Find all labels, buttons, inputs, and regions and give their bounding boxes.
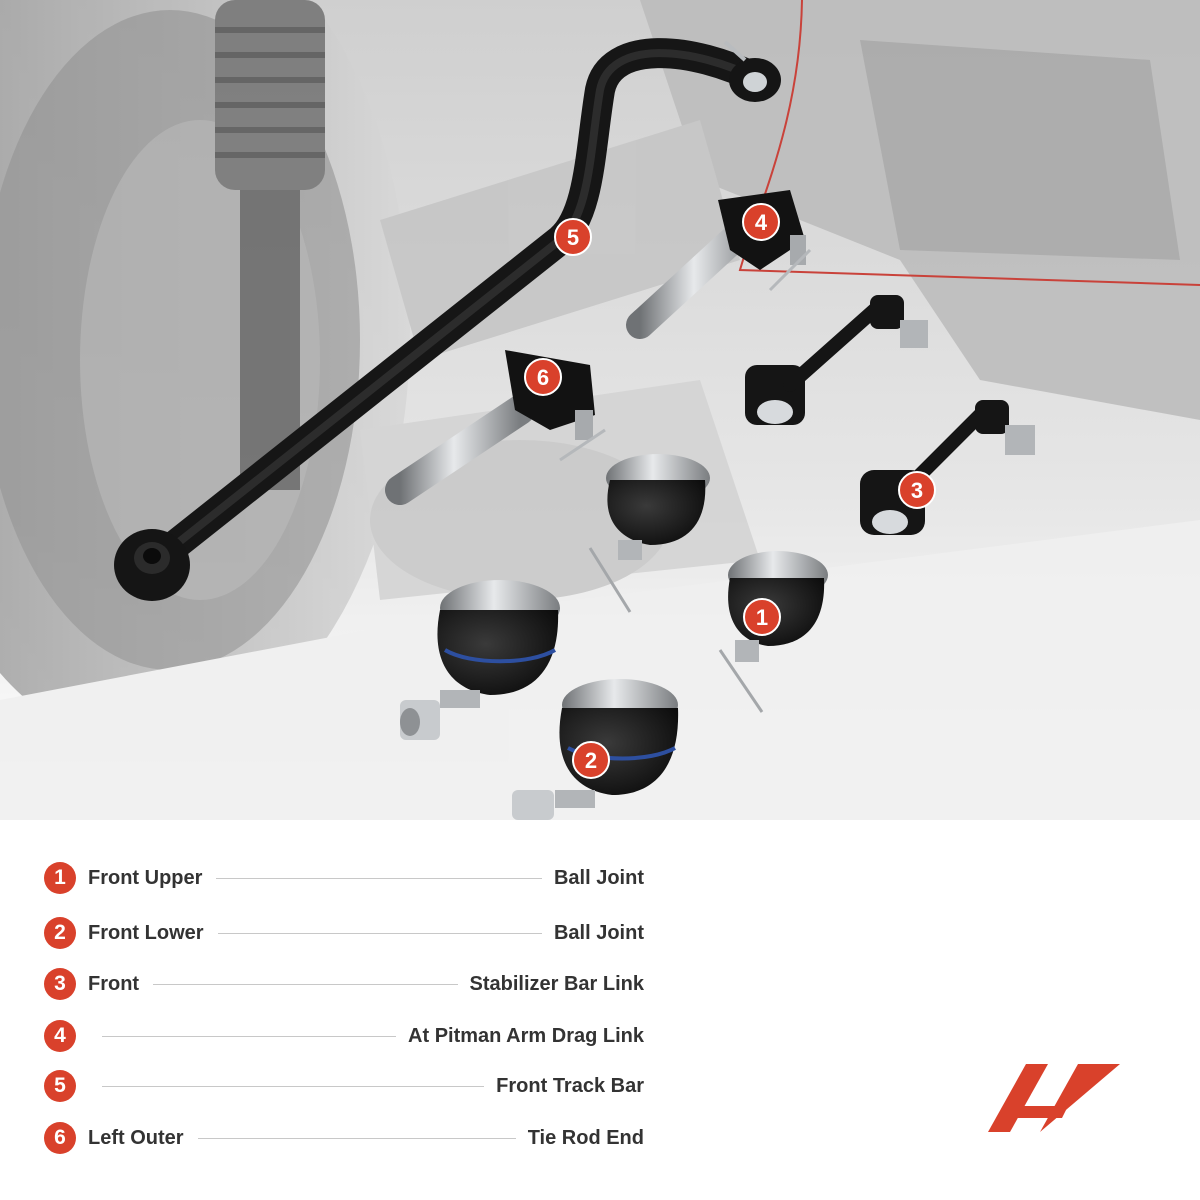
part-stabilizer-link-upper <box>745 295 928 425</box>
part-ball-joint-upper-left <box>588 454 710 613</box>
legend-leader-line <box>216 877 542 879</box>
svg-text:1: 1 <box>756 605 768 630</box>
legend-number-badge: 2 <box>44 917 76 949</box>
legend-part-name: Ball Joint <box>553 921 644 944</box>
legend-number-badge: 3 <box>44 968 76 1000</box>
legend-leader-line <box>217 932 542 934</box>
legend-leader-line <box>102 1035 397 1037</box>
legend-position: Left Outer <box>88 1126 184 1149</box>
callout-6: 6 <box>524 358 562 396</box>
legend-position: Front <box>88 972 140 995</box>
legend-part-name: Ball Joint <box>553 866 644 889</box>
svg-text:5: 5 <box>567 225 579 250</box>
legend-row-3: 3 Front Stabilizer Bar Link <box>44 966 644 1002</box>
legend-part-name: Front Track Bar <box>496 1074 644 1097</box>
legend-number-badge: 1 <box>44 862 76 894</box>
legend-number-badge: 5 <box>44 1070 76 1102</box>
legend-row-4: 4 At Pitman Arm Drag Link <box>44 1018 644 1054</box>
legend-part-name: At Pitman Arm Drag Link <box>408 1024 644 1047</box>
legend-position: Front Lower <box>88 921 204 944</box>
callout-4: 4 <box>742 203 780 241</box>
callout-1: 1 <box>743 598 781 636</box>
legend-leader-line <box>153 983 458 985</box>
part-ball-joint-lower-right <box>512 679 679 820</box>
legend-number-badge: 6 <box>44 1122 76 1154</box>
svg-text:4: 4 <box>755 210 768 235</box>
callout-3: 3 <box>898 471 936 509</box>
legend-row-1: 1 Front Upper Ball Joint <box>44 860 644 896</box>
svg-text:2: 2 <box>585 748 597 773</box>
legend-row-6: 6 Left Outer Tie Rod End <box>44 1120 644 1156</box>
a-premium-logo-icon <box>988 1064 1120 1132</box>
legend-position: Front Upper <box>88 866 203 889</box>
svg-text:6: 6 <box>537 365 549 390</box>
legend-leader-line <box>102 1085 485 1087</box>
legend-part-name: Stabilizer Bar Link <box>469 972 645 995</box>
callout-2: 2 <box>572 741 610 779</box>
legend-leader-line <box>197 1137 516 1139</box>
product-scene: 5 4 6 3 1 2 <box>0 0 1200 820</box>
legend-row-5: 5 Front Track Bar <box>44 1068 644 1104</box>
part-front-track-bar <box>114 38 781 601</box>
part-ball-joint-lower-left <box>400 580 560 740</box>
callout-5: 5 <box>554 218 592 256</box>
svg-text:3: 3 <box>911 478 923 503</box>
legend-number-badge: 4 <box>44 1020 76 1052</box>
legend-row-2: 2 Front Lower Ball Joint <box>44 915 644 951</box>
legend-part-name: Tie Rod End <box>527 1126 644 1149</box>
